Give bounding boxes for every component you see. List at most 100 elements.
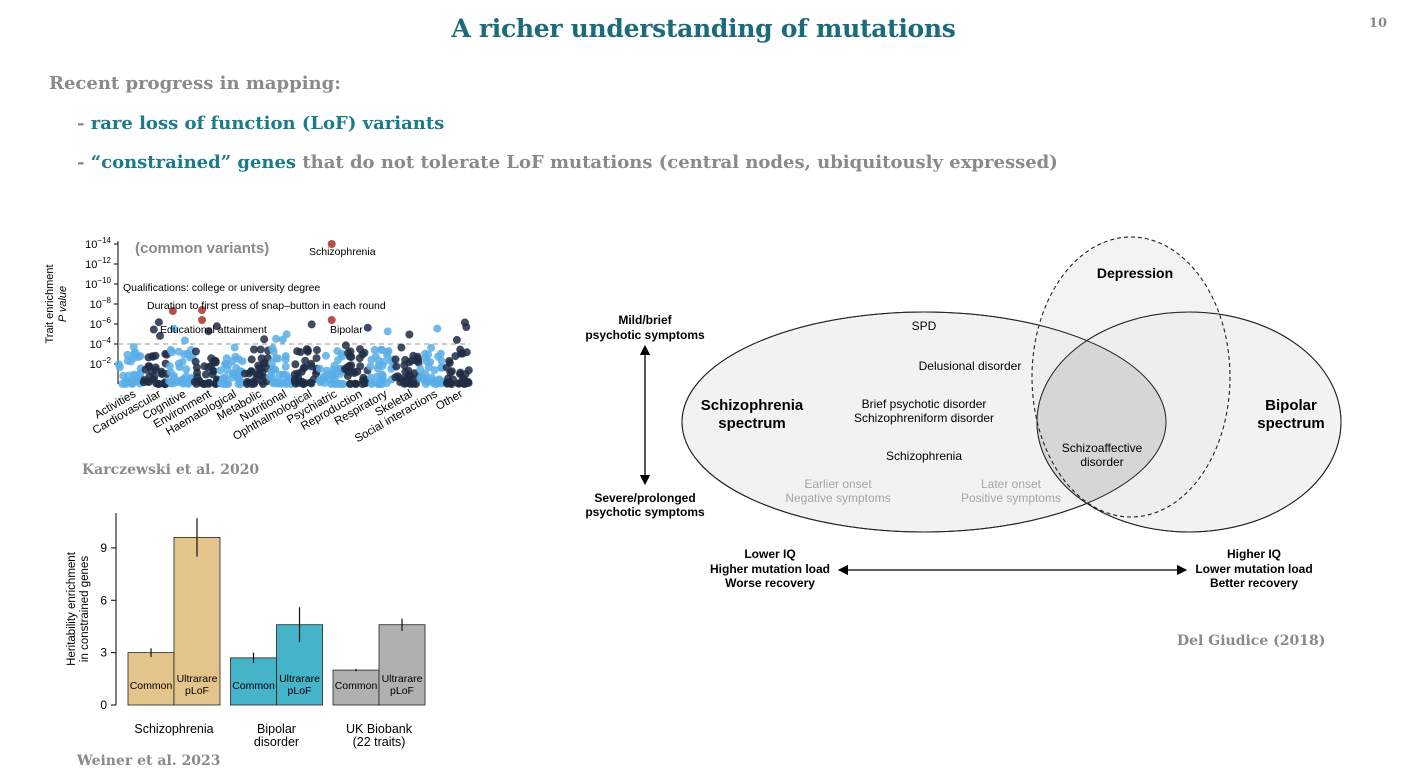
scatter-y-tick-exponent: −6 [102,316,112,325]
scatter-label-educational: Educational attainment [160,324,267,336]
scatter-point [175,363,184,371]
scatter-point [445,357,454,365]
scatter-point [154,380,163,388]
scatter-point [363,323,372,332]
schizophrenia-outline [681,311,1167,533]
scatter-y-tick-exponent: −8 [102,296,112,305]
scatter-point [351,380,360,388]
scatter-point [150,372,159,381]
scatter-point [411,380,420,388]
label-schizophrenia-spectrum-2: spectrum [718,415,786,432]
label-worse-recovery: Worse recovery [725,576,815,590]
scatter-point [296,348,305,357]
scatter-point [154,318,163,327]
scatter-point [306,362,315,371]
scatter-point [458,349,467,358]
bar-label-common: Common [335,680,378,692]
scatter-point [406,372,415,381]
scatter-point [316,378,325,387]
scatter-point [223,366,232,375]
scatter-y-tick-exponent: −2 [102,356,112,365]
scatter-y-label-1: Trait enrichment [44,264,56,343]
scatter-point [151,366,160,375]
label-schizophreniform: Schizophreniform disorder [854,411,994,425]
bar-y-label-1: Heritability enrichment [66,551,78,666]
intro-text: Recent progress in mapping: [49,73,341,94]
scatter-point [370,345,379,354]
scatter-point [236,376,245,385]
scatter-y-tick-exponent: −12 [97,256,111,265]
slide-title: A richer understanding of mutations [451,14,956,43]
scatter-point [307,320,316,329]
scatter-point [302,345,311,354]
bar-label-plof: pLoF [390,685,414,697]
scatter-point [460,318,469,327]
scatter-point [181,336,189,345]
scatter-point [200,362,209,371]
scatter-highlight-point [168,307,177,315]
scatter-point [185,353,194,362]
scatter-point [169,324,178,333]
scatter-point [446,379,455,388]
label-severe-2: psychotic symptoms [585,505,705,519]
scatter-point [391,355,400,364]
scatter-point [356,362,365,371]
scatter-point [165,362,174,371]
scatter-point [329,365,338,374]
overlap-region [1037,312,1166,532]
label-bipolar-spectrum-2: spectrum [1257,415,1325,432]
scatter-point [458,378,467,387]
scatter-point [407,356,416,365]
scatter-point [191,357,200,366]
scatter-point [234,355,243,364]
scatter-highlight-point [198,316,206,324]
scatter-point [345,361,354,370]
scatter-points [114,240,473,388]
scatter-point [268,373,277,382]
scatter-point [452,335,461,344]
bar-label-ultrarare: Ultrarare [382,673,423,685]
scatter-point [118,379,127,388]
scatter-point [260,335,269,344]
label-higher-iq: Higher IQ [1227,547,1281,561]
scatter-point [378,374,387,383]
scatter-point [279,370,288,379]
label-severe-1: Severe/prolonged [594,491,695,505]
scatter-point [291,360,300,369]
scatter-point [192,379,201,388]
scatter-point [426,358,435,366]
scatter-point [268,344,277,353]
label-positive-symptoms: Positive symptoms [961,491,1061,505]
scatter-y-label-2: P value [57,286,69,322]
scatter-point [312,354,321,363]
bar-group-label-2: disorder [254,735,299,749]
scatter-point [243,380,251,388]
bar-label-plof: pLoF [185,685,209,697]
bar-y-tick-label: 9 [100,541,107,555]
scatter-point [420,376,429,385]
scatter-point [224,379,233,388]
label-delusional: Delusional disorder [919,359,1022,373]
scatter-point [321,351,330,360]
scatter-point [301,356,310,365]
scatter-point [144,353,153,362]
scatter-point [167,378,176,387]
scatter-point [274,379,283,388]
bar-label-ultrarare: Ultrarare [177,673,218,685]
scatter-point [212,322,221,331]
depression-outline [1031,236,1231,518]
bar-y-tick-label: 0 [100,698,107,712]
scatter-point [447,367,456,376]
label-schizoaffective-2: disorder [1080,455,1123,469]
scatter-point [128,379,137,388]
scatter-point [416,365,425,374]
scatter-point [461,370,470,379]
scatter-point [383,327,392,336]
citation-karczewski: Karczewski et al. 2020 [82,462,260,478]
scatter-point [247,367,256,376]
label-lower-iq: Lower IQ [744,547,795,561]
scatter-point [294,373,303,382]
scatter-point [221,359,230,368]
